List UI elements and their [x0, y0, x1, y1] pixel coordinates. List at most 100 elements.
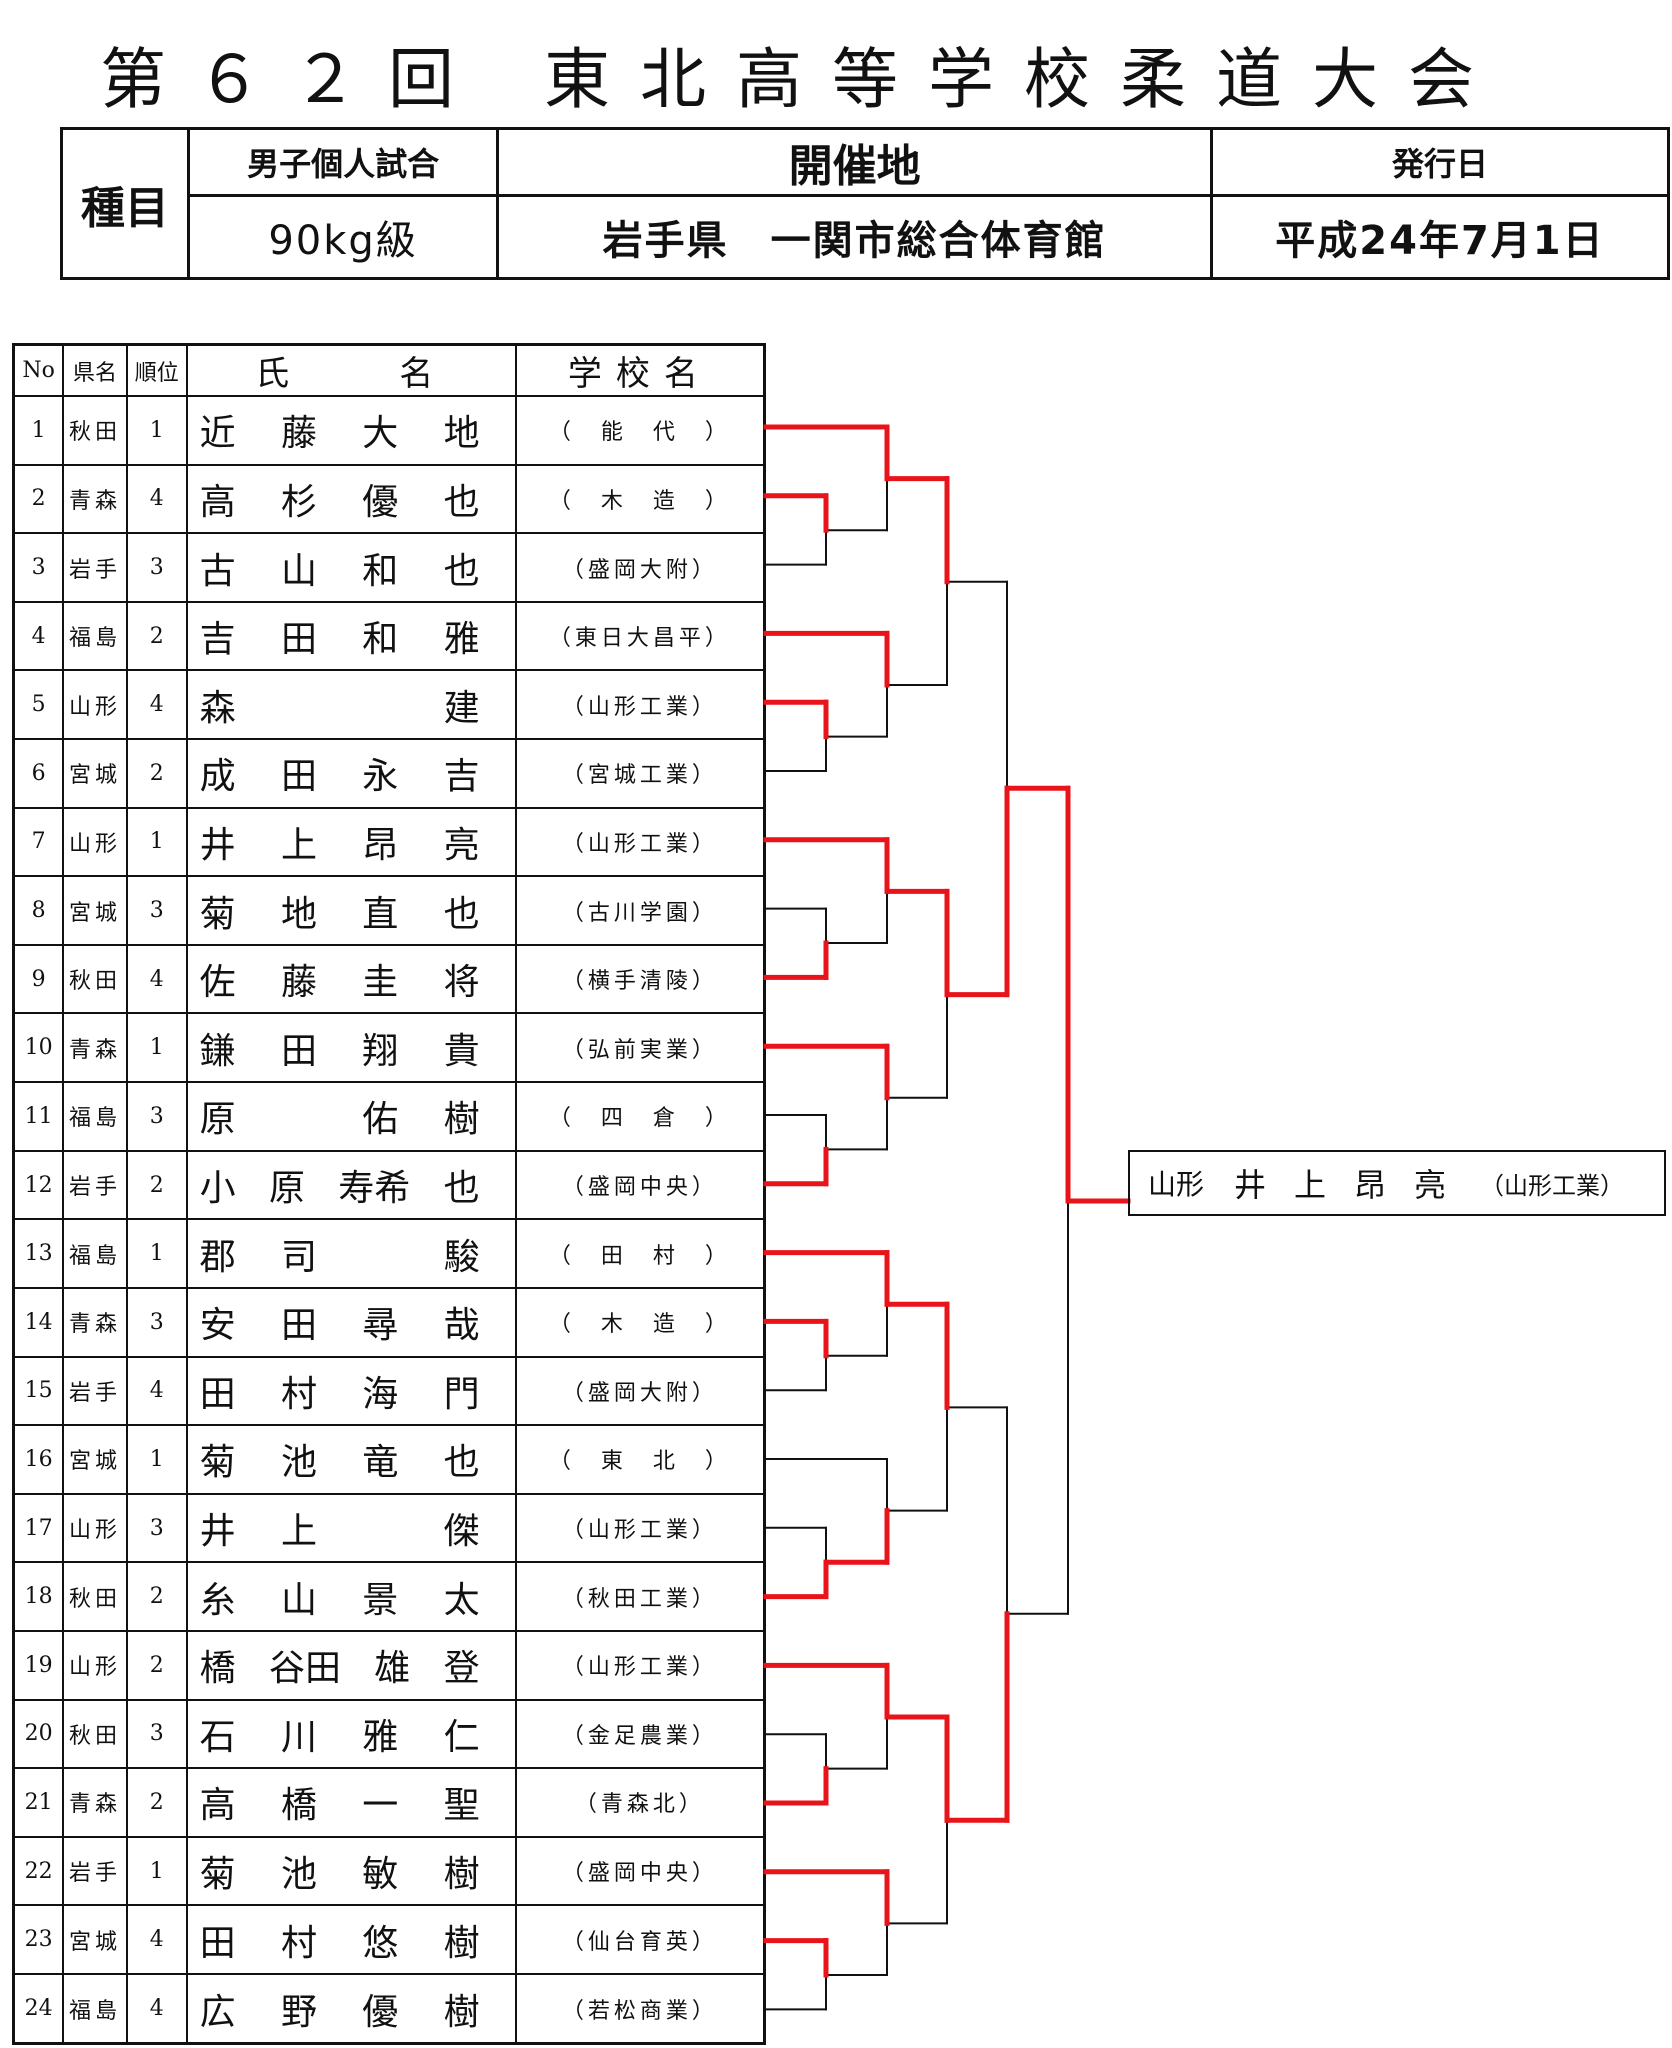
document-title: 第６２回東北高等学校柔道大会 [100, 40, 1504, 120]
player-school: （山形工業） [514, 1629, 766, 1701]
player-rank: 4 [125, 1973, 188, 2045]
player-name-part: 菊 [199, 893, 236, 935]
player-name-part: 登 [443, 1648, 480, 1690]
player-name-part: 地 [280, 893, 317, 935]
player-rank: 2 [125, 600, 188, 672]
player-no: 19 [12, 1629, 65, 1701]
player-school: （仙台育英） [514, 1904, 766, 1976]
player-name-part: 永 [362, 756, 399, 798]
player-name-part: 原 [268, 1168, 305, 1209]
player-rank: 3 [125, 1286, 188, 1358]
player-name-part: 田 [280, 756, 317, 798]
player-name-part: 亮 [443, 824, 480, 866]
player-name-part: 太 [443, 1579, 480, 1621]
player-name: 小原寿希也 [185, 1149, 517, 1221]
player-name-part: 雄 [374, 1648, 411, 1690]
header-no: No [12, 343, 65, 397]
weight-class: 90kg級 [186, 194, 500, 280]
player-name-part: 原 [199, 1099, 236, 1141]
champion-pref: 山形 [1148, 1168, 1205, 1201]
player-name-part: 司 [280, 1236, 317, 1278]
player-name-part: 安 [199, 1305, 236, 1347]
player-name-part: 郡 [199, 1236, 236, 1278]
player-name-part: 竜 [362, 1442, 399, 1484]
player-name-part: 和 [362, 619, 399, 661]
player-name: 森建 [185, 669, 517, 741]
player-prefecture: 山形 [62, 669, 128, 741]
player-no: 3 [12, 532, 65, 603]
player-name: 吉田和雅 [185, 600, 517, 672]
player-school: （金足農業） [514, 1698, 766, 1770]
player-rank: 1 [125, 806, 188, 878]
player-school: （ 東 北 ） [514, 1424, 766, 1495]
player-rank: 2 [125, 1767, 188, 1838]
player-prefecture: 青森 [62, 1767, 128, 1838]
player-name-part: 池 [280, 1854, 317, 1896]
player-name-part: 雅 [362, 1716, 399, 1758]
player-prefecture: 宮城 [62, 875, 128, 946]
player-name-part: 優 [362, 1991, 399, 2033]
player-school: （盛岡中央） [514, 1149, 766, 1221]
player-name-part: 鎌 [199, 1030, 236, 1072]
player-no: 9 [12, 943, 65, 1015]
player-name-part: 上 [280, 1511, 317, 1553]
champion-school: （山形工業） [1480, 1171, 1624, 1200]
player-prefecture: 福島 [62, 1218, 128, 1289]
player-name-part: 田 [280, 1305, 317, 1347]
venue: 岩手県 一関市総合体育館 [496, 194, 1213, 280]
player-name-part: 大 [362, 413, 399, 455]
player-school: （盛岡大附） [514, 1355, 766, 1427]
player-name-part: 吉 [443, 756, 480, 798]
player-no: 21 [12, 1767, 65, 1838]
player-name-part: 村 [280, 1922, 317, 1964]
player-rank: 1 [125, 1835, 188, 1907]
player-rank: 2 [125, 1149, 188, 1221]
player-name-part: 一 [362, 1785, 399, 1827]
player-no: 6 [12, 738, 65, 809]
player-school: （ 能 代 ） [514, 395, 766, 466]
player-rank: 3 [125, 1698, 188, 1770]
player-school: （古川学園） [514, 875, 766, 946]
player-no: 10 [12, 1012, 65, 1084]
player-name: 郡司駿 [185, 1218, 517, 1289]
player-name-part: 翔 [362, 1030, 399, 1072]
player-prefecture: 福島 [62, 600, 128, 672]
player-school: （青森北） [514, 1767, 766, 1838]
player-name-part: 和 [362, 550, 399, 592]
player-prefecture: 岩手 [62, 1355, 128, 1427]
player-rank: 2 [125, 1561, 188, 1632]
player-no: 1 [12, 395, 65, 466]
venue-label: 開催地 [496, 127, 1213, 197]
player-no: 12 [12, 1149, 65, 1221]
player-name-part: 高 [199, 1785, 236, 1827]
player-name-part: 優 [362, 481, 399, 523]
player-no: 8 [12, 875, 65, 946]
player-no: 20 [12, 1698, 65, 1770]
player-prefecture: 青森 [62, 1012, 128, 1084]
player-name-part: 也 [443, 481, 480, 523]
player-school: （弘前実業） [514, 1012, 766, 1084]
header-name: 氏 名 [185, 343, 517, 397]
issue-date: 平成24年7月1日 [1209, 194, 1671, 280]
player-name: 佐藤圭将 [185, 943, 517, 1015]
player-name-part: 上 [280, 824, 317, 866]
player-name-part: 藤 [280, 962, 317, 1004]
player-name-part: 雅 [443, 619, 480, 661]
player-school: （盛岡大附） [514, 532, 766, 603]
player-prefecture: 福島 [62, 1973, 128, 2045]
player-name-part: 也 [443, 1442, 480, 1484]
player-rank: 2 [125, 1629, 188, 1701]
player-name: 高杉優也 [185, 463, 517, 535]
player-rank: 3 [125, 532, 188, 603]
player-name-part: 樹 [443, 1922, 480, 1964]
player-prefecture: 青森 [62, 463, 128, 535]
